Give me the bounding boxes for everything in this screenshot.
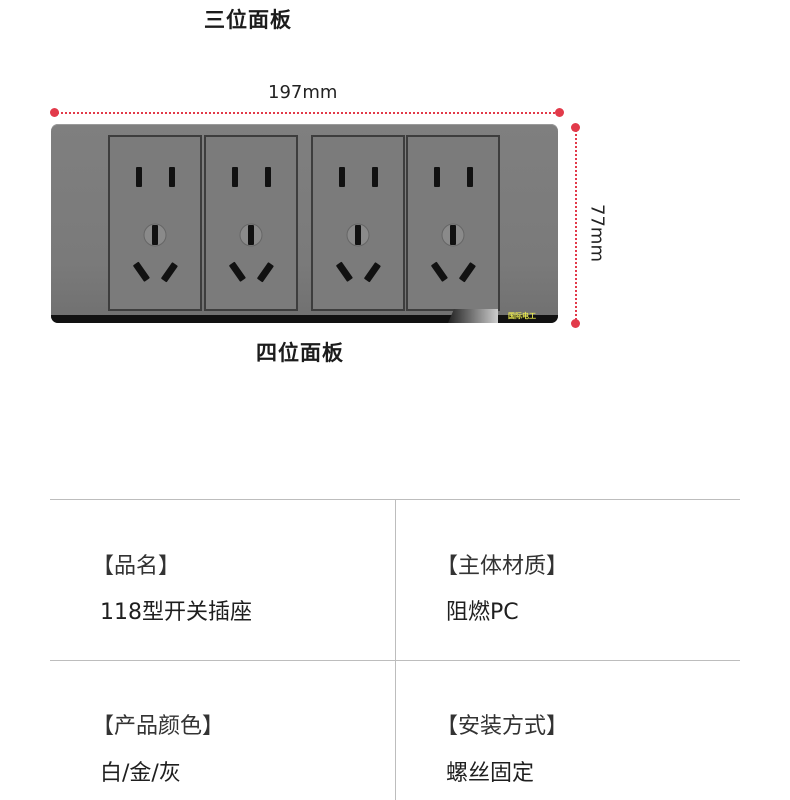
- height-dimension-end-dot: [571, 319, 580, 328]
- brand-badge: 国际电工: [508, 312, 536, 320]
- spec-label-installation: 【安装方式】: [436, 714, 569, 739]
- socket-outlet-icon: [336, 167, 381, 283]
- spec-label-color: 【产品颜色】: [92, 714, 225, 739]
- height-dimension-line: [575, 127, 577, 323]
- panel-bottom-trim: [51, 315, 558, 323]
- socket-module-4: [406, 135, 500, 311]
- spec-value-material: 阻燃PC: [446, 600, 519, 625]
- spec-table-column-divider: [395, 500, 396, 800]
- spec-value-product-name: 118型开关插座: [100, 600, 252, 625]
- width-dimension-end-dot: [555, 108, 564, 117]
- width-dimension-label: 197mm: [268, 82, 338, 103]
- socket-module-2: [204, 135, 298, 311]
- height-dimension-start-dot: [571, 123, 580, 132]
- spec-table-top-border: [50, 499, 740, 500]
- spec-value-color: 白/金/灰: [100, 761, 181, 786]
- socket-module-1: [108, 135, 202, 311]
- four-gang-caption: 四位面板: [256, 341, 344, 365]
- socket-outlet-icon: [229, 167, 274, 283]
- socket-module-3: [311, 135, 405, 311]
- spec-value-installation: 螺丝固定: [446, 761, 535, 786]
- height-dimension-label: 77mm: [586, 204, 608, 262]
- socket-outlet-icon: [133, 167, 178, 283]
- width-dimension-start-dot: [50, 108, 59, 117]
- four-gang-socket-panel: 国际电工: [51, 124, 558, 323]
- spec-label-product-name: 【品名】: [92, 554, 181, 579]
- panel-trim-accent: [448, 309, 498, 323]
- width-dimension-line: [54, 112, 559, 114]
- three-gang-caption: 三位面板: [204, 8, 292, 32]
- spec-label-material: 【主体材质】: [436, 554, 569, 579]
- socket-outlet-icon: [431, 167, 476, 283]
